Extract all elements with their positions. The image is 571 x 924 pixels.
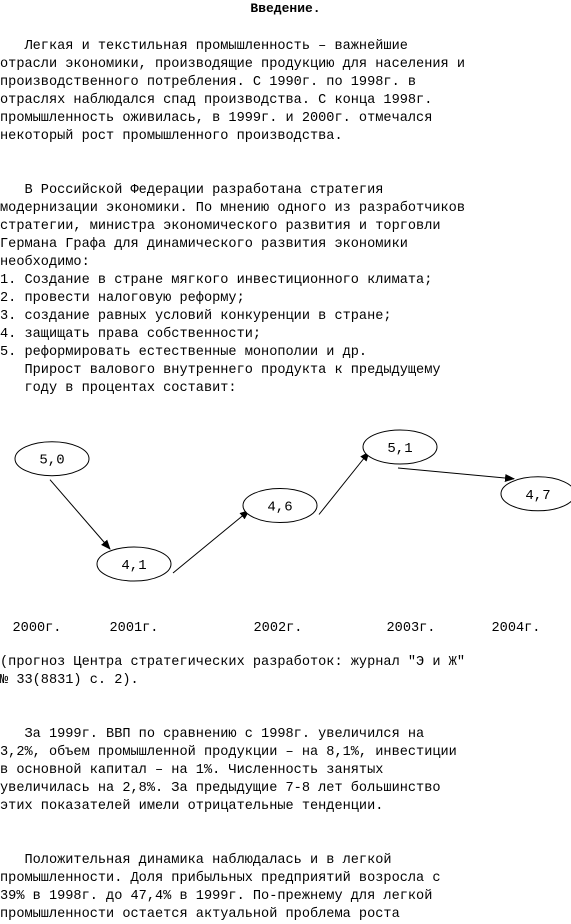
text-line: № 33(8831) с. 2). [0,673,139,688]
connector-arrow [49,479,111,550]
value-node [14,441,90,477]
year-label: 2002г. [254,621,303,636]
text-line: модернизации экономики. По мнению одного… [0,201,465,216]
gdp-paragraph: За 1999г. ВВП по сравнению с 1998г. увел… [0,726,571,816]
gdp-growth-diagram: 5,0 4,1 4,6 5,1 4,7 2000г. 2001г. 2002г. 2003г.… [13,429,571,636]
text-line: промышленности остается актуальной пробл… [0,907,400,922]
value-label: 4,1 [121,558,146,574]
text-line: Положительная динамика наблюдалась и в л… [0,853,392,868]
value-label: 4,7 [525,488,550,504]
text-line: стратегии, министра экономического разви… [0,219,441,234]
text-line: Германа Графа для динамического развития… [0,237,408,252]
text-line: 3,2%, объем промышленной продукции – на … [0,745,457,760]
year-label: 2000г. [13,621,62,636]
year-label: 2003г. [387,621,436,636]
year-label: 2001г. [110,621,159,636]
light-industry-paragraph: Положительная динамика наблюдалась и в л… [0,852,571,924]
text-line: В Российской Федерации разработана страт… [0,183,384,198]
value-label: 4,6 [267,500,292,516]
text-line: 39% в 1998г. до 47,4% в 1999г. По-прежне… [0,889,433,904]
connector-arrow [172,509,250,574]
text-line: году в процентах составит: [0,381,237,396]
text-line: этих показателей имели отрицательные тен… [0,799,384,814]
connector-arrow [397,467,515,482]
text-line: За 1999г. ВВП по сравнению с 1998г. увел… [0,727,425,742]
list-item: 5. реформировать естественные монополии … [0,345,368,360]
text-line: отрасли экономики, производящие продукци… [0,57,465,72]
text-line: (прогноз Центра стратегических разработо… [0,655,465,670]
year-label: 2004г. [492,621,541,636]
list-item: 2. провести налоговую реформу; [0,291,245,306]
list-item: 1. Создание в стране мягкого инвестицион… [0,273,433,288]
value-node [96,546,172,582]
text-line: необходимо: [0,255,90,270]
strategy-paragraph: В Российской Федерации разработана страт… [0,182,571,398]
text-line: некоторый рост промышленного производств… [0,129,343,144]
text-line: промышленность оживилась, в 1999г. и 200… [0,111,433,126]
text-line: промышленности. Доля прибыльных предприя… [0,871,441,886]
text-line: Легкая и текстильная промышленность – ва… [0,39,408,54]
text-line: Прирост валового внутреннего продукта к … [0,363,441,378]
text-line: производственного потребления. С 1990г. … [0,75,417,90]
value-node [362,429,438,465]
list-item: 4. защищать права собственности; [0,327,262,342]
value-node [242,488,318,523]
text-line: отраслях наблюдался спад производства. С… [0,93,433,108]
source-note: (прогноз Центра стратегических разработо… [0,654,571,690]
text-line: в основной капитал – на 1%. Численность … [0,763,384,778]
connector-arrow [318,451,370,515]
text-line: увеличилась на 2,8%. За предыдущие 7-8 л… [0,781,441,796]
value-label: 5,1 [387,441,412,457]
value-label: 5,0 [39,453,64,469]
page-title: Введение. [250,1,321,16]
value-node [500,476,571,512]
intro-paragraph: Легкая и текстильная промышленность – ва… [0,38,571,146]
list-item: 3. создание равных условий конкуренции в… [0,309,392,324]
